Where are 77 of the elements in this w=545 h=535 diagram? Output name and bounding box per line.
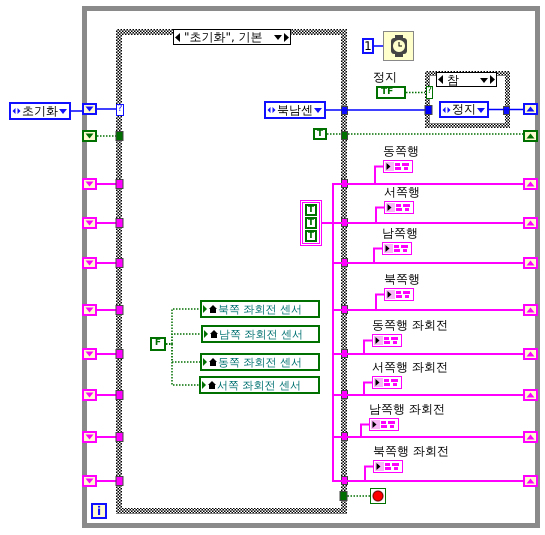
cluster-label: 남쪽행 좌회전 [369,402,445,416]
property-name: 서쪽 좌회전 센서 [217,378,301,392]
property-node [199,376,320,394]
cluster-label: 서쪽행 [384,185,420,199]
array-constant [300,200,322,246]
property-node [200,353,320,371]
wire [327,133,523,135]
shift-register [523,178,538,190]
shift-register [82,257,97,269]
wire [97,179,124,189]
shift-register [523,431,538,443]
wire [97,258,124,268]
cluster-label: 북쪽행 좌회전 [373,444,449,458]
wire [406,92,425,94]
wire [375,294,523,311]
property-name: 남쪽 좌회전 센서 [219,326,303,342]
wire [326,105,432,115]
shift-register [82,178,97,190]
cluster-label: 북쪽행 [384,272,420,286]
wire [489,108,523,110]
numeric-constant: 1 [362,38,374,54]
enum-constant [439,101,489,118]
enum-constant [264,101,326,119]
shift-register [523,103,538,115]
shift-register [82,431,97,443]
case-label: "초기화", 기본 [183,30,264,44]
shift-register [82,304,97,316]
shift-register [523,348,538,360]
shift-register [523,475,538,487]
shift-register [523,389,538,401]
property-name: 동쪽 좌회전 센서 [218,354,302,370]
shift-register [523,304,538,316]
enum-value: 초기화 [21,104,58,118]
wire [373,248,523,264]
cluster-label: 남쪽행 [382,226,418,240]
wire [364,466,523,482]
property-node [200,300,320,318]
enum-value: 북남센 [276,104,313,116]
enum-value: 정지 [451,103,476,116]
case-label: 참 [446,72,460,86]
shift-register [523,257,538,269]
control-label: 정지 [373,70,397,84]
wire [166,343,199,386]
wait-function-node [383,31,414,61]
stop-condition-terminal [370,488,386,504]
wire [97,131,124,141]
wire [97,305,124,315]
wire [340,491,370,501]
shift-register [82,348,97,360]
wire [97,108,116,110]
wire [97,476,124,486]
cluster-label: 서쪽행 좌회전 [372,360,448,374]
property-name: 북쪽 좌회전 센서 [218,302,302,316]
cluster-label: 동쪽행 [383,144,419,158]
wire [360,424,523,438]
wire [71,110,82,112]
shift-register [523,130,538,142]
wire [97,349,124,359]
shift-register [82,130,97,142]
wire [374,166,523,185]
wire [363,382,523,396]
property-node [201,325,320,343]
enum-constant [9,102,71,120]
shift-register [82,389,97,401]
shift-register [523,217,538,229]
wire [97,390,124,400]
shift-register [82,103,97,115]
wire [375,206,523,224]
while-loop-frame [82,6,540,528]
shift-register [82,217,97,229]
cluster-label: 동쪽행 좌회전 [372,318,448,332]
wire [363,340,523,355]
wire [374,45,383,47]
wire [97,218,124,228]
shift-register [82,475,97,487]
iteration-terminal: i [91,503,107,519]
wire [97,432,124,442]
